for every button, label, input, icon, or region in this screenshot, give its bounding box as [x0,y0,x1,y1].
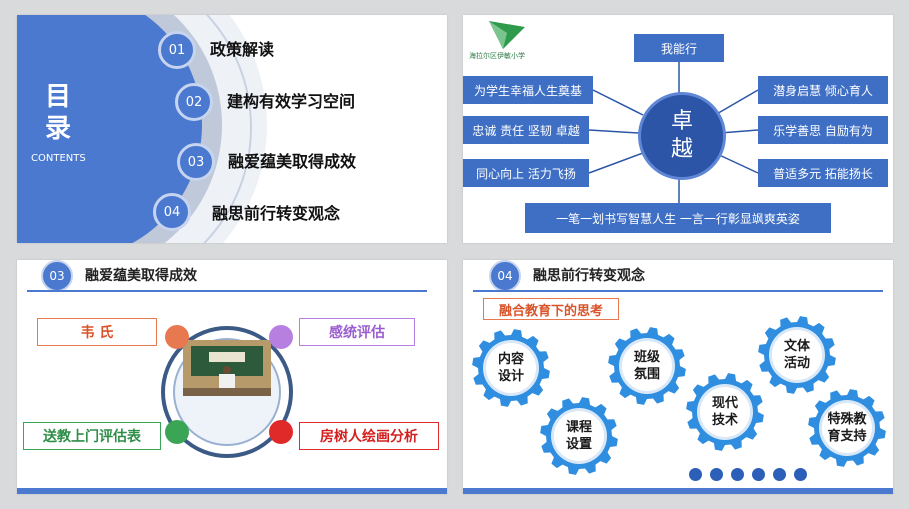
slide-reflection[interactable]: 04 融思前行转变观念 融合教育下的思考 内容 设计 课程 设置 班级 氛围 现… [463,260,893,494]
toc-number-04: 04 [153,193,191,231]
label-htp-drawing: 房树人绘画分析 [299,422,439,450]
gear-icon [686,373,764,451]
gear-icon [758,316,836,394]
dot-red [269,420,293,444]
label-sensory-assessment: 感统评估 [299,318,415,346]
connector-lines [588,62,759,203]
gear-course-setup: 课程 设置 [539,396,619,476]
dot-orange [165,325,189,349]
toc-number-02: 02 [175,83,213,121]
gear-class-atmosphere: 班级 氛围 [607,326,687,406]
section-number: 04 [489,260,521,292]
box-top: 我能行 [634,34,724,62]
gear-special-ed-support: 特殊教 育支持 [807,388,887,468]
logo-icon [489,21,525,49]
label-home-visit-form: 送教上门评估表 [23,422,161,450]
pagination-dot-1[interactable] [689,468,702,481]
section-underline [27,290,427,292]
slide-bottom-bar [463,488,893,494]
slide-bottom-bar [17,488,447,494]
dot-green [165,420,189,444]
toc-item-learning-space[interactable]: 建构有效学习空间 [227,92,356,111]
box-right-3: 普适多元 拓能扬长 [758,159,888,187]
box-right-1: 潜身启慧 倾心育人 [758,76,888,104]
toc-item-policy[interactable]: 政策解读 [210,40,275,59]
pagination-dot-4[interactable] [752,468,765,481]
toc-item-mindset[interactable]: 融思前行转变观念 [212,204,341,223]
classroom-photo [183,340,271,396]
toc-subtitle: CONTENTS [31,153,86,164]
gear-content-design: 内容 设计 [471,328,551,408]
toc-number-03: 03 [177,143,215,181]
slide-school-philosophy[interactable]: 海拉尔区伊敏小学 我能行 为学生幸福人生奠基 忠诚 责任 坚韧 卓越 同心向上 … [463,15,893,243]
gear-icon [540,397,618,475]
middle-decor-ring [17,15,252,243]
pagination-dot-5[interactable] [773,468,786,481]
dot-purple [269,325,293,349]
label-wechsler: 韦 氏 [37,318,157,346]
school-name: 海拉尔区伊敏小学 [469,52,525,60]
school-logo: 海拉尔区伊敏小学 [469,19,549,63]
section-title: 融思前行转变观念 [533,268,645,284]
box-left-1: 为学生幸福人生奠基 [463,76,593,104]
section-number: 03 [41,260,73,292]
pagination-dot-2[interactable] [710,468,723,481]
gear-icon [808,389,886,467]
box-bottom: 一笔一划书写智慧人生 一言一行彰显飒爽英姿 [525,203,831,233]
box-right-2: 乐学善思 自励有为 [758,116,888,144]
gear-icon [472,329,550,407]
slide-results[interactable]: 03 融爱蕴美取得成效 韦 氏 感统评估 送教上门评估表 房树人绘画分析 [17,260,447,494]
subtitle-box: 融合教育下的思考 [483,298,619,320]
hub-circle: 卓 越 [638,92,726,180]
slide-table-of-contents[interactable]: 目 录 CONTENTS 01 政策解读 02 建构有效学习空间 03 融爱蕴美… [17,15,447,243]
toc-item-results[interactable]: 融爱蕴美取得成效 [228,152,357,171]
box-left-2: 忠诚 责任 坚韧 卓越 [463,116,589,144]
section-underline [473,290,883,292]
gear-modern-tech: 现代 技术 [685,372,765,452]
gear-icon [608,327,686,405]
toc-number-01: 01 [158,31,196,69]
section-title: 融爱蕴美取得成效 [85,268,197,284]
pagination-dot-3[interactable] [731,468,744,481]
toc-title: 目 录 [45,82,72,144]
box-left-3: 同心向上 活力飞扬 [463,159,589,187]
pagination-dot-6[interactable] [794,468,807,481]
gear-sports-arts: 文体 活动 [757,315,837,395]
